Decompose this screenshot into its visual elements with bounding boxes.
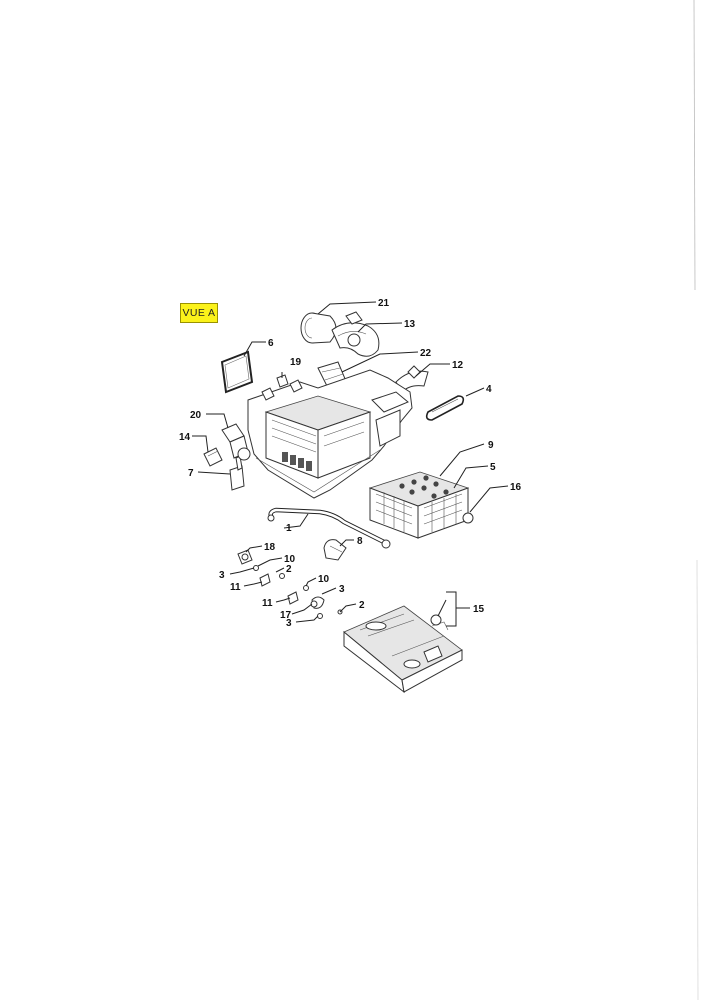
callout-4: 4 (486, 384, 492, 395)
leader-lines (192, 301, 509, 627)
callout-3-upper: 3 (219, 570, 225, 581)
callout-7: 7 (188, 468, 194, 479)
part-1-hose (267, 507, 391, 549)
callout-19: 19 (290, 357, 302, 368)
callout-13: 13 (404, 319, 416, 330)
callout-labels: 21 13 6 19 22 12 4 20 14 7 9 5 16 1 8 18… (179, 298, 522, 629)
callout-5: 5 (490, 462, 496, 473)
callout-18: 18 (264, 542, 276, 553)
housing-vents (282, 452, 312, 471)
callout-11-lower: 11 (262, 598, 273, 609)
callout-15: 15 (473, 604, 485, 615)
callout-2-lower: 2 (359, 600, 365, 611)
callout-12: 12 (452, 360, 464, 371)
part-16-knob (462, 512, 474, 524)
callout-8: 8 (357, 536, 363, 547)
callout-6: 6 (268, 338, 274, 349)
hardware-group-upper (253, 565, 285, 587)
part-8-clamp (323, 539, 347, 561)
part-7-support (229, 447, 251, 491)
callout-11-upper: 11 (230, 582, 241, 593)
hardware-group-lower (287, 585, 343, 619)
callout-16: 16 (510, 482, 522, 493)
callout-10-upper: 10 (284, 554, 296, 565)
callout-22: 22 (420, 348, 432, 359)
callout-3-lower: 3 (286, 618, 292, 629)
main-housing (247, 369, 413, 499)
callout-10-lower: 10 (318, 574, 330, 585)
callout-14: 14 (179, 432, 191, 443)
view-label-tag: VUE A (180, 303, 218, 323)
callout-9: 9 (488, 440, 494, 451)
callout-2-upper: 2 (286, 564, 292, 575)
part-14-connector (203, 447, 223, 467)
filter-holes (399, 475, 449, 499)
callout-20: 20 (190, 410, 202, 421)
callout-17: 17 (280, 610, 292, 621)
callout-3-middle: 3 (339, 584, 345, 595)
callout-21: 21 (378, 298, 390, 309)
part-18-valve (237, 549, 253, 565)
part-15-water-tray (343, 599, 463, 694)
part-21-collar (300, 312, 337, 344)
part-6-gasket (220, 350, 254, 394)
part-4-seal (425, 395, 465, 421)
callout-1: 1 (286, 523, 292, 534)
scan-edge (693, 0, 699, 1000)
part-13-fan-housing (331, 311, 380, 357)
part-9-filter-cartridge (368, 471, 470, 539)
